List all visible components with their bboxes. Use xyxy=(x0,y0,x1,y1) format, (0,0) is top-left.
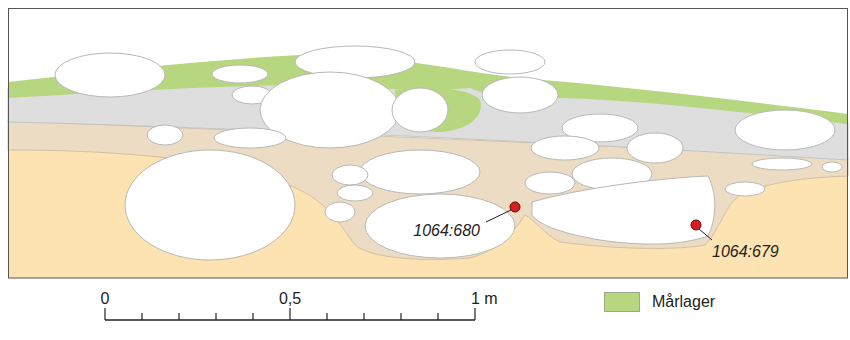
stone xyxy=(627,133,683,163)
scale-tick xyxy=(252,313,253,320)
legend-swatch xyxy=(604,292,640,312)
stone xyxy=(392,88,448,132)
leader-line xyxy=(699,229,712,240)
stones xyxy=(55,46,842,260)
stone xyxy=(525,172,575,194)
stone xyxy=(822,162,842,172)
stone xyxy=(212,65,268,83)
stone xyxy=(55,53,165,97)
stone xyxy=(214,128,286,148)
scale-label: 0 xyxy=(101,290,110,308)
scale-tick xyxy=(215,313,216,320)
scale-tick xyxy=(178,313,179,320)
stone xyxy=(332,165,368,185)
stone xyxy=(531,136,599,160)
stone xyxy=(725,182,765,196)
scale-tick xyxy=(326,313,327,320)
scale-tick xyxy=(437,313,438,320)
stone xyxy=(735,110,835,150)
stone xyxy=(752,158,812,170)
frame xyxy=(9,9,848,279)
scale-tick xyxy=(104,308,105,320)
stone xyxy=(475,50,545,74)
stone xyxy=(325,202,355,222)
stone xyxy=(365,194,515,258)
find-number: 1064:680 xyxy=(413,222,480,240)
stone xyxy=(360,150,480,194)
stone xyxy=(337,185,373,201)
stone xyxy=(482,77,558,113)
finds xyxy=(486,202,712,240)
scale-bar xyxy=(105,308,475,320)
scale-tick xyxy=(400,313,401,320)
scale-tick xyxy=(141,313,142,320)
scale-label: 0,5 xyxy=(279,290,301,308)
scale-tick xyxy=(289,308,290,320)
leader-line xyxy=(486,210,511,222)
legend-label: Mårlager xyxy=(652,293,715,311)
stone xyxy=(532,176,715,244)
scale-tick xyxy=(363,313,364,320)
find-dot xyxy=(691,220,701,230)
scale-tick xyxy=(474,308,475,320)
stone xyxy=(125,150,295,260)
scale-label: 1 m xyxy=(471,290,498,308)
stone xyxy=(147,125,183,145)
find-dot xyxy=(510,202,520,212)
find-number: 1064:679 xyxy=(712,243,779,261)
